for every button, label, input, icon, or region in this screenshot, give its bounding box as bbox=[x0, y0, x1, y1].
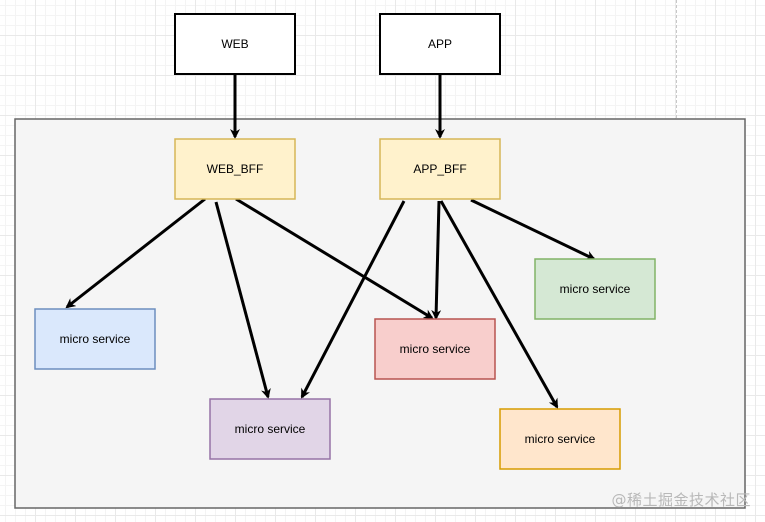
micro-service-blue-label: micro service bbox=[60, 332, 131, 346]
web-bff-node[interactable]: WEB_BFF bbox=[174, 138, 296, 200]
web-client-node[interactable]: WEB bbox=[174, 13, 296, 75]
dashed-guide-line bbox=[676, 0, 677, 118]
edge-app-bff-to-ms-purple[interactable] bbox=[300, 200, 406, 399]
app-client-label: APP bbox=[428, 37, 452, 51]
web-client-label: WEB bbox=[221, 37, 248, 51]
web-bff-label: WEB_BFF bbox=[207, 162, 264, 176]
edge-app-bff-to-ms-red[interactable] bbox=[431, 200, 442, 320]
micro-service-purple-label: micro service bbox=[235, 422, 306, 436]
micro-service-green-node[interactable]: micro service bbox=[534, 258, 656, 320]
watermark-text: @稀土掘金技术社区 bbox=[611, 491, 751, 509]
micro-service-orange-label: micro service bbox=[525, 432, 596, 446]
edge-web-bff-to-ms-blue[interactable] bbox=[65, 197, 206, 309]
micro-service-red-node[interactable]: micro service bbox=[374, 318, 496, 380]
edge-app-bff-to-ms-green[interactable] bbox=[470, 198, 596, 261]
micro-service-orange-node[interactable]: micro service bbox=[499, 408, 621, 470]
edges-group bbox=[65, 74, 596, 409]
app-bff-label: APP_BFF bbox=[413, 162, 466, 176]
app-bff-node[interactable]: APP_BFF bbox=[379, 138, 501, 200]
micro-service-purple-node[interactable]: micro service bbox=[209, 398, 331, 460]
micro-service-blue-node[interactable]: micro service bbox=[34, 308, 156, 370]
edge-web-bff-to-ms-purple[interactable] bbox=[214, 201, 271, 399]
edge-app-bff-to-ms-orange[interactable] bbox=[439, 200, 559, 409]
app-client-node[interactable]: APP bbox=[379, 13, 501, 75]
micro-service-red-label: micro service bbox=[400, 342, 471, 356]
micro-service-green-label: micro service bbox=[560, 282, 631, 296]
edge-web-bff-to-ms-red[interactable] bbox=[235, 197, 434, 320]
